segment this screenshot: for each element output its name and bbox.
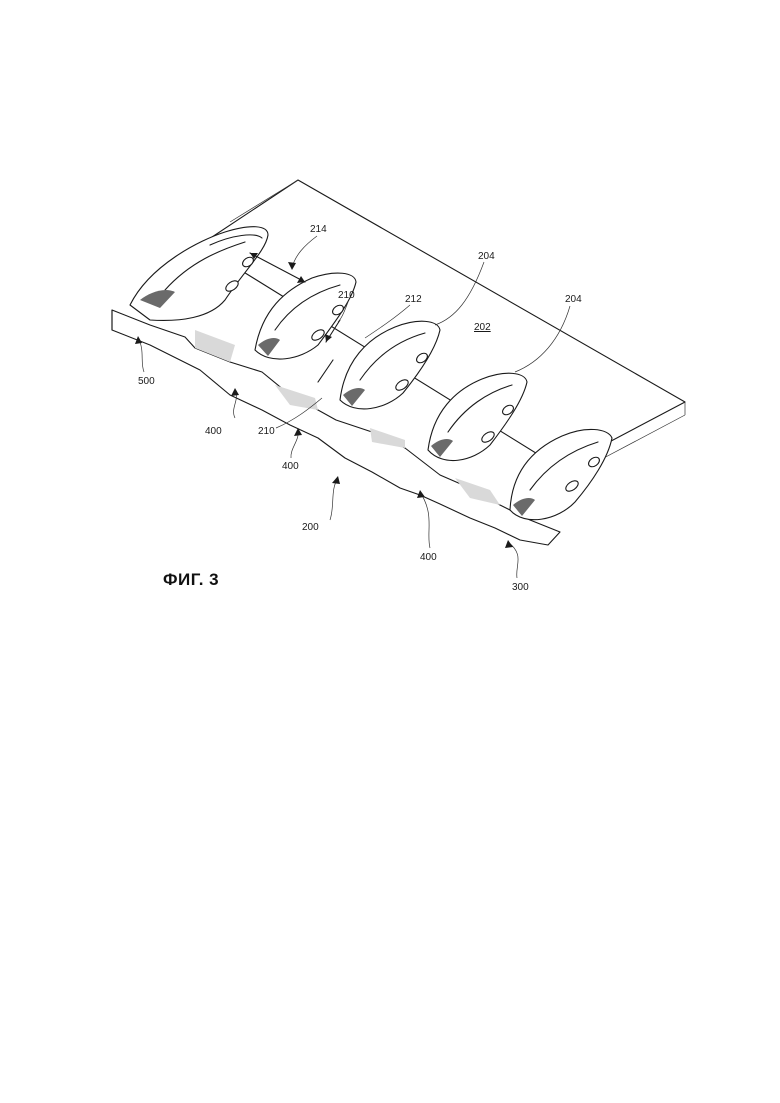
label-204-b: 204 (565, 294, 582, 305)
label-200: 200 (302, 522, 319, 533)
label-210-a: 210 (338, 290, 355, 301)
label-400-b: 400 (282, 461, 299, 472)
label-214: 214 (310, 224, 327, 235)
label-202: 202 (474, 322, 491, 333)
label-300: 300 (512, 582, 529, 593)
label-204-a: 204 (478, 251, 495, 262)
label-400-c: 400 (420, 552, 437, 563)
label-400-a: 400 (205, 426, 222, 437)
label-210-b: 210 (258, 426, 275, 437)
label-212: 212 (405, 294, 422, 305)
label-500: 500 (138, 376, 155, 387)
figure-caption: ФИГ. 3 (163, 570, 219, 590)
